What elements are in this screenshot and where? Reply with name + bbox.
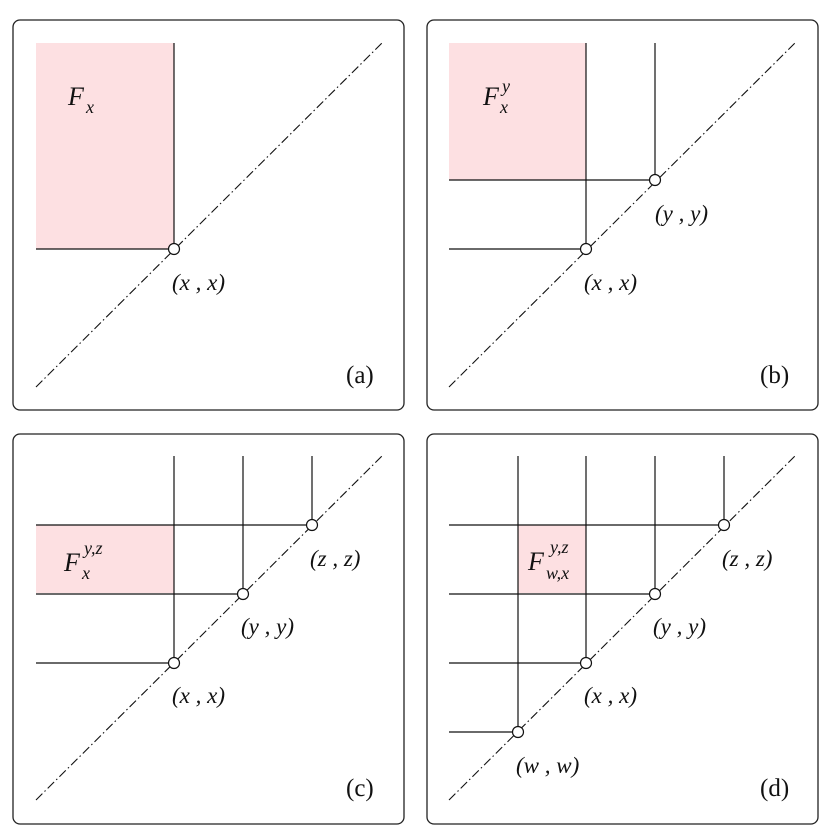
point-b-y (648, 173, 662, 187)
point-b-x (579, 242, 593, 256)
point-b-x-label: (x , x) (584, 270, 637, 295)
point-d-z-label: (z , z) (722, 546, 772, 571)
panel-c-tag: (c) (346, 775, 374, 802)
point-c-y (236, 587, 250, 601)
point-d-x-label: (x , x) (584, 683, 637, 708)
region-a-shade (36, 43, 174, 249)
diagonal-line-d (448, 455, 796, 801)
point-a-x (167, 242, 181, 256)
point-d-y (648, 587, 662, 601)
diagonal-line-a (35, 42, 383, 388)
point-b-y-label: (y , y) (655, 201, 708, 226)
panel-d-frame (426, 433, 819, 825)
point-c-z-label: (z , z) (310, 546, 360, 571)
point-c-z (305, 518, 319, 532)
diagonal-line-c (35, 455, 383, 801)
point-d-y-label: (y , y) (653, 614, 706, 639)
diagonal-line-b (448, 42, 796, 388)
region-d-shade (518, 525, 586, 593)
point-d-w (511, 725, 525, 739)
point-d-x (579, 656, 593, 670)
panel-d-tag: (d) (760, 775, 789, 802)
point-d-w-label: (w , w) (516, 753, 579, 778)
region-c-shade (36, 525, 174, 593)
point-a-x-label: (x , x) (172, 270, 225, 295)
point-d-z (717, 518, 731, 532)
panel-a-tag: (a) (346, 362, 374, 389)
panel-b-tag: (b) (760, 362, 789, 389)
point-c-x-label: (x , x) (172, 683, 225, 708)
point-c-y-label: (y , y) (241, 614, 294, 639)
point-c-x (167, 656, 181, 670)
region-b-shade (449, 43, 586, 180)
